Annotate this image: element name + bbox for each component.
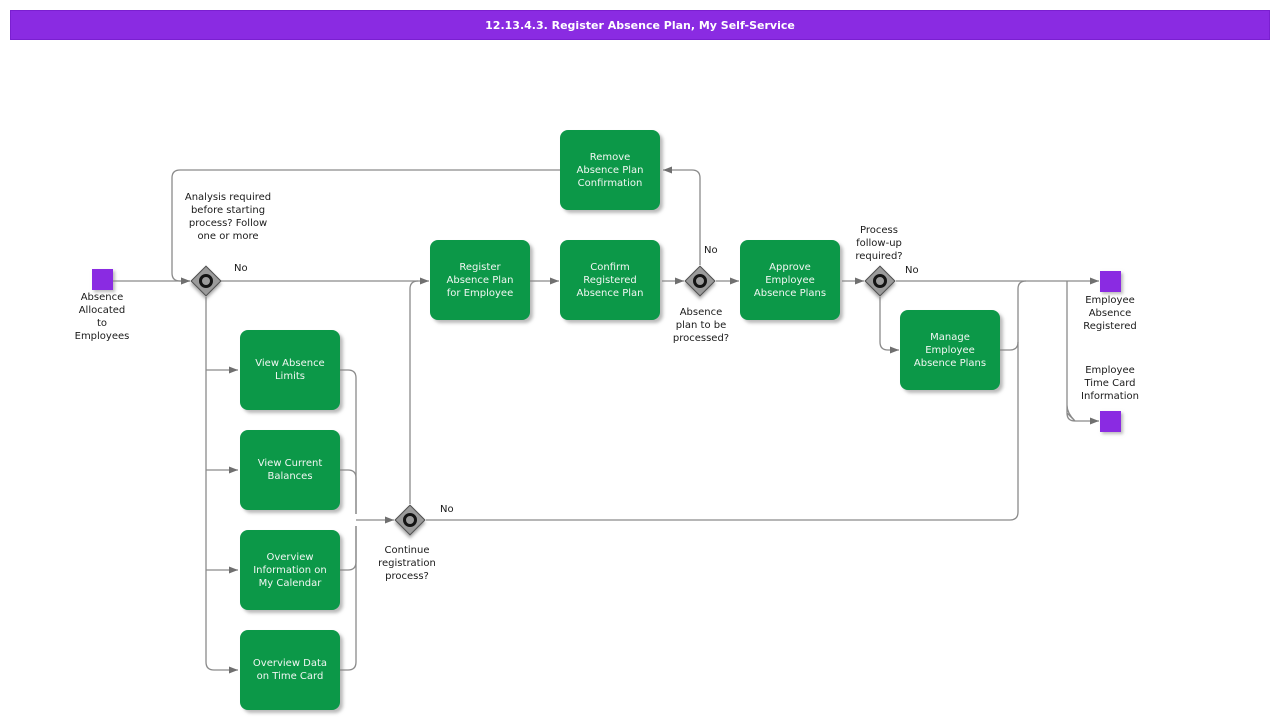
task-approve-employee-absence-plans[interactable]: Approve Employee Absence Plans [740, 240, 840, 320]
end-event-absence-registered[interactable] [1100, 271, 1121, 292]
gateway-circle-icon [870, 271, 890, 291]
task-remove-absence-plan-confirmation[interactable]: Remove Absence Plan Confirmation [560, 130, 660, 210]
gateway-processed-question: Absence plan to be processed? [672, 307, 730, 344]
task-manage-employee-absence-plans[interactable]: Manage Employee Absence Plans [900, 310, 1000, 390]
end-event-time-card-label: Employee Time Card Information [1081, 365, 1139, 402]
start-event-label: Absence Allocated to Employees [74, 292, 130, 342]
task-view-absence-limits[interactable]: View Absence Limits [240, 330, 340, 410]
gateway-circle-icon [690, 271, 710, 291]
diagram-title-bar: 12.13.4.3. Register Absence Plan, My Sel… [10, 10, 1270, 40]
edge-label-no-processed: No [704, 245, 718, 256]
task-register-absence-plan[interactable]: Register Absence Plan for Employee [430, 240, 530, 320]
gateway-circle-icon [196, 271, 216, 291]
task-confirm-registered-absence-plan[interactable]: Confirm Registered Absence Plan [560, 240, 660, 320]
gateway-continue-question: Continue registration process? [378, 545, 436, 582]
task-overview-data-time-card[interactable]: Overview Data on Time Card [240, 630, 340, 710]
task-view-current-balances[interactable]: View Current Balances [240, 430, 340, 510]
end-event-time-card-information[interactable] [1100, 411, 1121, 432]
task-overview-information-my-calendar[interactable]: Overview Information on My Calendar [240, 530, 340, 610]
diagram-title: 12.13.4.3. Register Absence Plan, My Sel… [485, 18, 795, 32]
gateway-analysis-question: Analysis required before starting proces… [184, 192, 272, 242]
start-event-absence-allocated[interactable] [92, 269, 113, 290]
edge-label-no-continue: No [440, 504, 454, 515]
end-event-absence-registered-label: Employee Absence Registered [1083, 295, 1137, 332]
gateway-circle-icon [400, 510, 420, 530]
gateway-follow-up-question: Process follow-up required? [855, 225, 903, 262]
edge-label-no-follow-up: No [905, 265, 919, 276]
edge-label-no-analysis: No [234, 263, 248, 274]
